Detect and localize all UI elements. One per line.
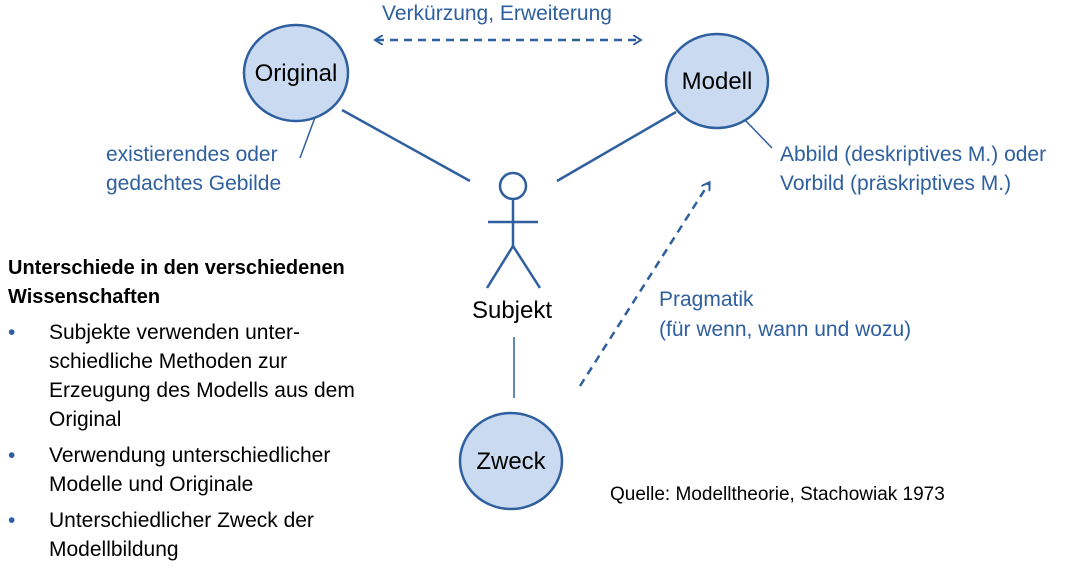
- original-note-line-1: existierendes oder: [106, 143, 278, 166]
- heading-line-2: Wissenschaften: [8, 286, 161, 308]
- list-item-line: Subjekte verwenden unter-: [49, 321, 300, 344]
- zweck-node: Zweck: [458, 411, 564, 511]
- zweck-label: Zweck: [476, 448, 546, 475]
- verkuerzung-erweiterung-label: Verkürzung, Erweiterung: [382, 2, 612, 25]
- list-item: • Verwendung unterschiedlicher Modelle u…: [8, 441, 438, 499]
- modell-note-pointer: [744, 119, 773, 149]
- source-citation: Quelle: Modelltheorie, Stachowiak 1973: [610, 484, 945, 505]
- list-item: • Subjekte verwenden unter- schiedliche …: [8, 318, 438, 434]
- pragmatik-line-2: (für wenn, wann und wozu): [659, 318, 912, 341]
- modell-node: Modell: [664, 32, 770, 130]
- bullet-icon: •: [8, 321, 16, 344]
- modell-note-line-2: Vorbild (präskriptives M.): [780, 172, 1012, 195]
- bullet-icon: •: [8, 444, 16, 467]
- list-item-line: Erzeugung des Modells aus dem: [49, 379, 355, 402]
- pragmatik-arrow: [578, 183, 709, 387]
- list-item-line: Verwendung unterschiedlicher: [49, 444, 331, 467]
- original-label: Original: [255, 60, 338, 87]
- list-item: • Unterschiedlicher Zweck der Modellbild…: [8, 506, 438, 564]
- subjekt-stick-figure-icon: [485, 171, 542, 289]
- subjekt-label: Subjekt: [472, 297, 552, 324]
- original-note-line-2: gedachtes Gebilde: [106, 172, 282, 195]
- pragmatik-line-1: Pragmatik: [659, 288, 754, 311]
- modell-note-line-1: Abbild (deskriptives M.) oder: [780, 143, 1047, 166]
- list-item-line: schiedliche Methoden zur: [49, 350, 288, 373]
- modell-subjekt-line: [556, 110, 677, 183]
- bullet-icon: •: [8, 509, 16, 532]
- modell-label: Modell: [682, 68, 753, 95]
- list-item-line: Unterschiedlicher Zweck der: [49, 509, 314, 532]
- list-item-line: Modellbildung: [49, 538, 179, 561]
- original-node: Original: [242, 23, 350, 123]
- list-item-line: Modelle und Originale: [49, 473, 254, 496]
- original-subjekt-line: [341, 108, 471, 183]
- heading-line-1: Unterschiede in den verschiedenen: [8, 257, 345, 279]
- original-note-pointer: [299, 111, 318, 159]
- differences-list: • Subjekte verwenden unter- schiedliche …: [8, 318, 438, 571]
- differences-heading: Unterschiede in den verschiedenen Wissen…: [8, 254, 345, 312]
- list-item-line: Original: [49, 408, 122, 431]
